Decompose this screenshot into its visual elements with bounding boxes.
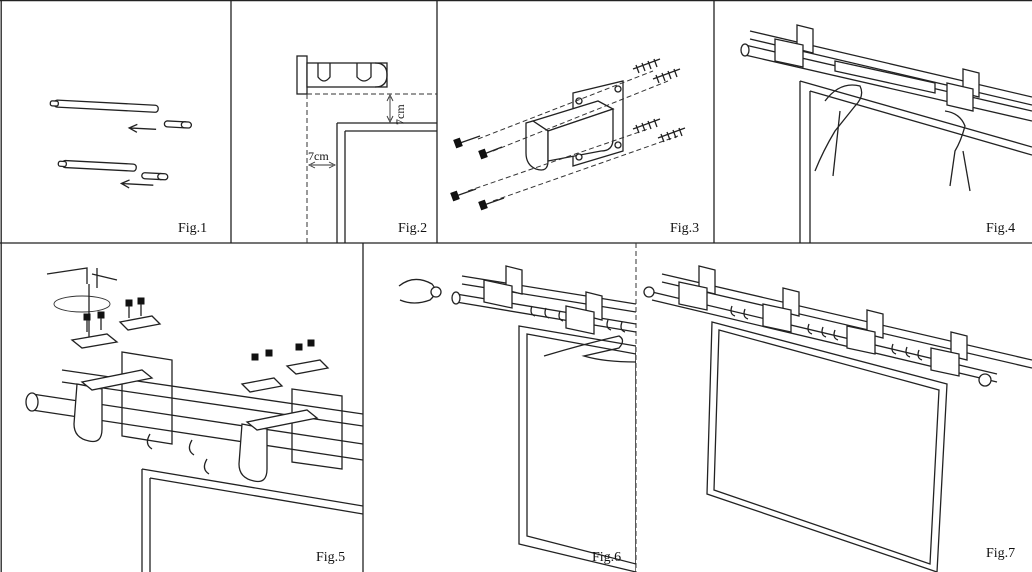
bracket-fastening-drawing <box>25 267 363 572</box>
completed-installation-drawing <box>643 265 1032 572</box>
figure-3-panel: Fig.3 <box>438 1 714 243</box>
figure-1-panel: Fig.1 <box>2 1 230 243</box>
bracket-spacing-drawing: 7cm 7cm <box>296 55 437 243</box>
fig-1-label: Fig.1 <box>178 221 208 236</box>
vertical-dimension-7cm: 7cm <box>393 104 407 125</box>
figure-5-panel: Fig.5 <box>2 244 363 572</box>
figure-2-panel: 7cm 7cm Fig.2 <box>232 1 437 243</box>
figure-7-panel: Fig.7 <box>637 244 1032 572</box>
fig-4-label: Fig.4 <box>986 221 1016 236</box>
figure-6-panel: Fig.6 <box>364 244 636 572</box>
fig-6-label: Fig.6 <box>592 550 622 565</box>
rod-level-drawing <box>740 24 1032 243</box>
fig-5-label: Fig.5 <box>316 550 346 565</box>
fig-2-label: Fig.2 <box>398 221 428 236</box>
figure-4-panel: Fig.4 <box>715 1 1032 243</box>
fig-7-label: Fig.7 <box>986 546 1016 561</box>
fig-3-label: Fig.3 <box>670 221 700 236</box>
bracket-screw-drawing <box>450 58 686 211</box>
horizontal-dimension-7cm: 7cm <box>308 149 329 163</box>
rings-installation-drawing <box>398 265 636 572</box>
rod-assembly-drawing <box>49 99 193 189</box>
